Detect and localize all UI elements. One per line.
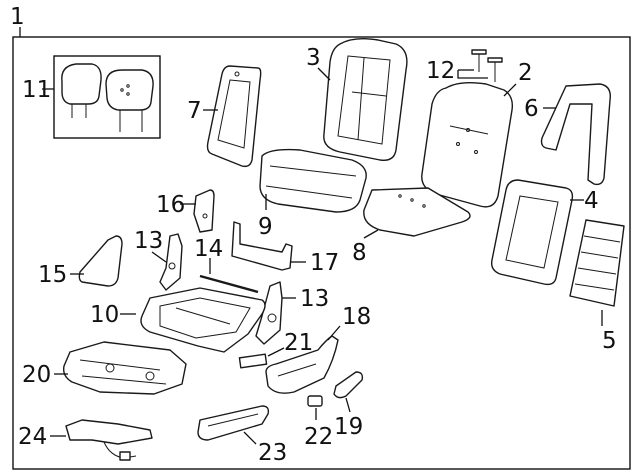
callout-24: 24 — [18, 424, 47, 450]
knob-21 — [307, 395, 323, 407]
callout-14: 14 — [194, 236, 223, 262]
callout-4: 4 — [584, 188, 599, 214]
callout-1: 1 — [10, 4, 25, 30]
lower-trim-23 — [197, 405, 270, 441]
headrest-box — [53, 55, 161, 139]
callout-9: 9 — [258, 214, 273, 240]
callout-22: 20 — [22, 362, 51, 388]
callout-8: 8 — [352, 240, 367, 266]
recliner-hinge-right — [255, 281, 283, 345]
torsion-rod — [199, 274, 259, 294]
callout-20: 21 — [284, 330, 313, 356]
leader-15 — [327, 325, 341, 341]
seatback-pad — [421, 81, 514, 208]
callout-7: 7 — [187, 98, 202, 124]
headrest-left — [61, 63, 102, 118]
callout-11: 11 — [22, 77, 51, 103]
leader-2 — [503, 83, 517, 97]
callout-19: 19 — [334, 414, 363, 440]
leader-13a — [151, 251, 167, 263]
side-trim — [540, 83, 611, 186]
bracket-17 — [193, 189, 215, 233]
switch-20 — [238, 353, 268, 369]
screw-pair — [471, 49, 503, 82]
callout-18: 17 — [310, 250, 339, 276]
callout-15: 18 — [342, 304, 371, 330]
seatback-panel — [206, 65, 262, 168]
callout-5: 5 — [602, 328, 617, 354]
side-panel-16 — [78, 235, 123, 287]
leader-20 — [267, 347, 285, 357]
callout-10: 10 — [90, 302, 119, 328]
leader-12b — [457, 70, 488, 79]
seatback-frame — [490, 179, 574, 286]
seat-adjuster — [62, 341, 187, 395]
headrest-right — [105, 69, 154, 132]
spring-mat — [569, 219, 625, 307]
leader-8 — [363, 229, 379, 239]
callout-21: 22 — [304, 424, 333, 450]
callout-2: 2 — [518, 60, 533, 86]
seatback-cover — [323, 37, 408, 161]
callout-16: 15 — [38, 262, 67, 288]
assembly-frame — [12, 36, 631, 470]
recliner-hinge-left — [159, 233, 183, 291]
seat-cushion-pad — [363, 187, 471, 237]
callout-23: 23 — [258, 440, 287, 466]
leader-23 — [243, 431, 257, 445]
side-shield-15 — [265, 335, 339, 394]
seat-cushion-cover — [259, 148, 367, 213]
callout-12: 12 — [426, 58, 455, 84]
leader-19 — [345, 397, 351, 413]
rail-bracket-18 — [231, 221, 293, 271]
callout-13b: 13 — [300, 286, 329, 312]
leader-3 — [317, 67, 331, 81]
callout-6: 6 — [524, 96, 539, 122]
cushion-frame — [140, 287, 266, 353]
callout-3: 3 — [306, 45, 321, 71]
handle-19 — [333, 371, 364, 399]
callout-17: 16 — [156, 192, 185, 218]
wiring-harness — [65, 419, 153, 461]
callout-13a: 13 — [134, 228, 163, 254]
